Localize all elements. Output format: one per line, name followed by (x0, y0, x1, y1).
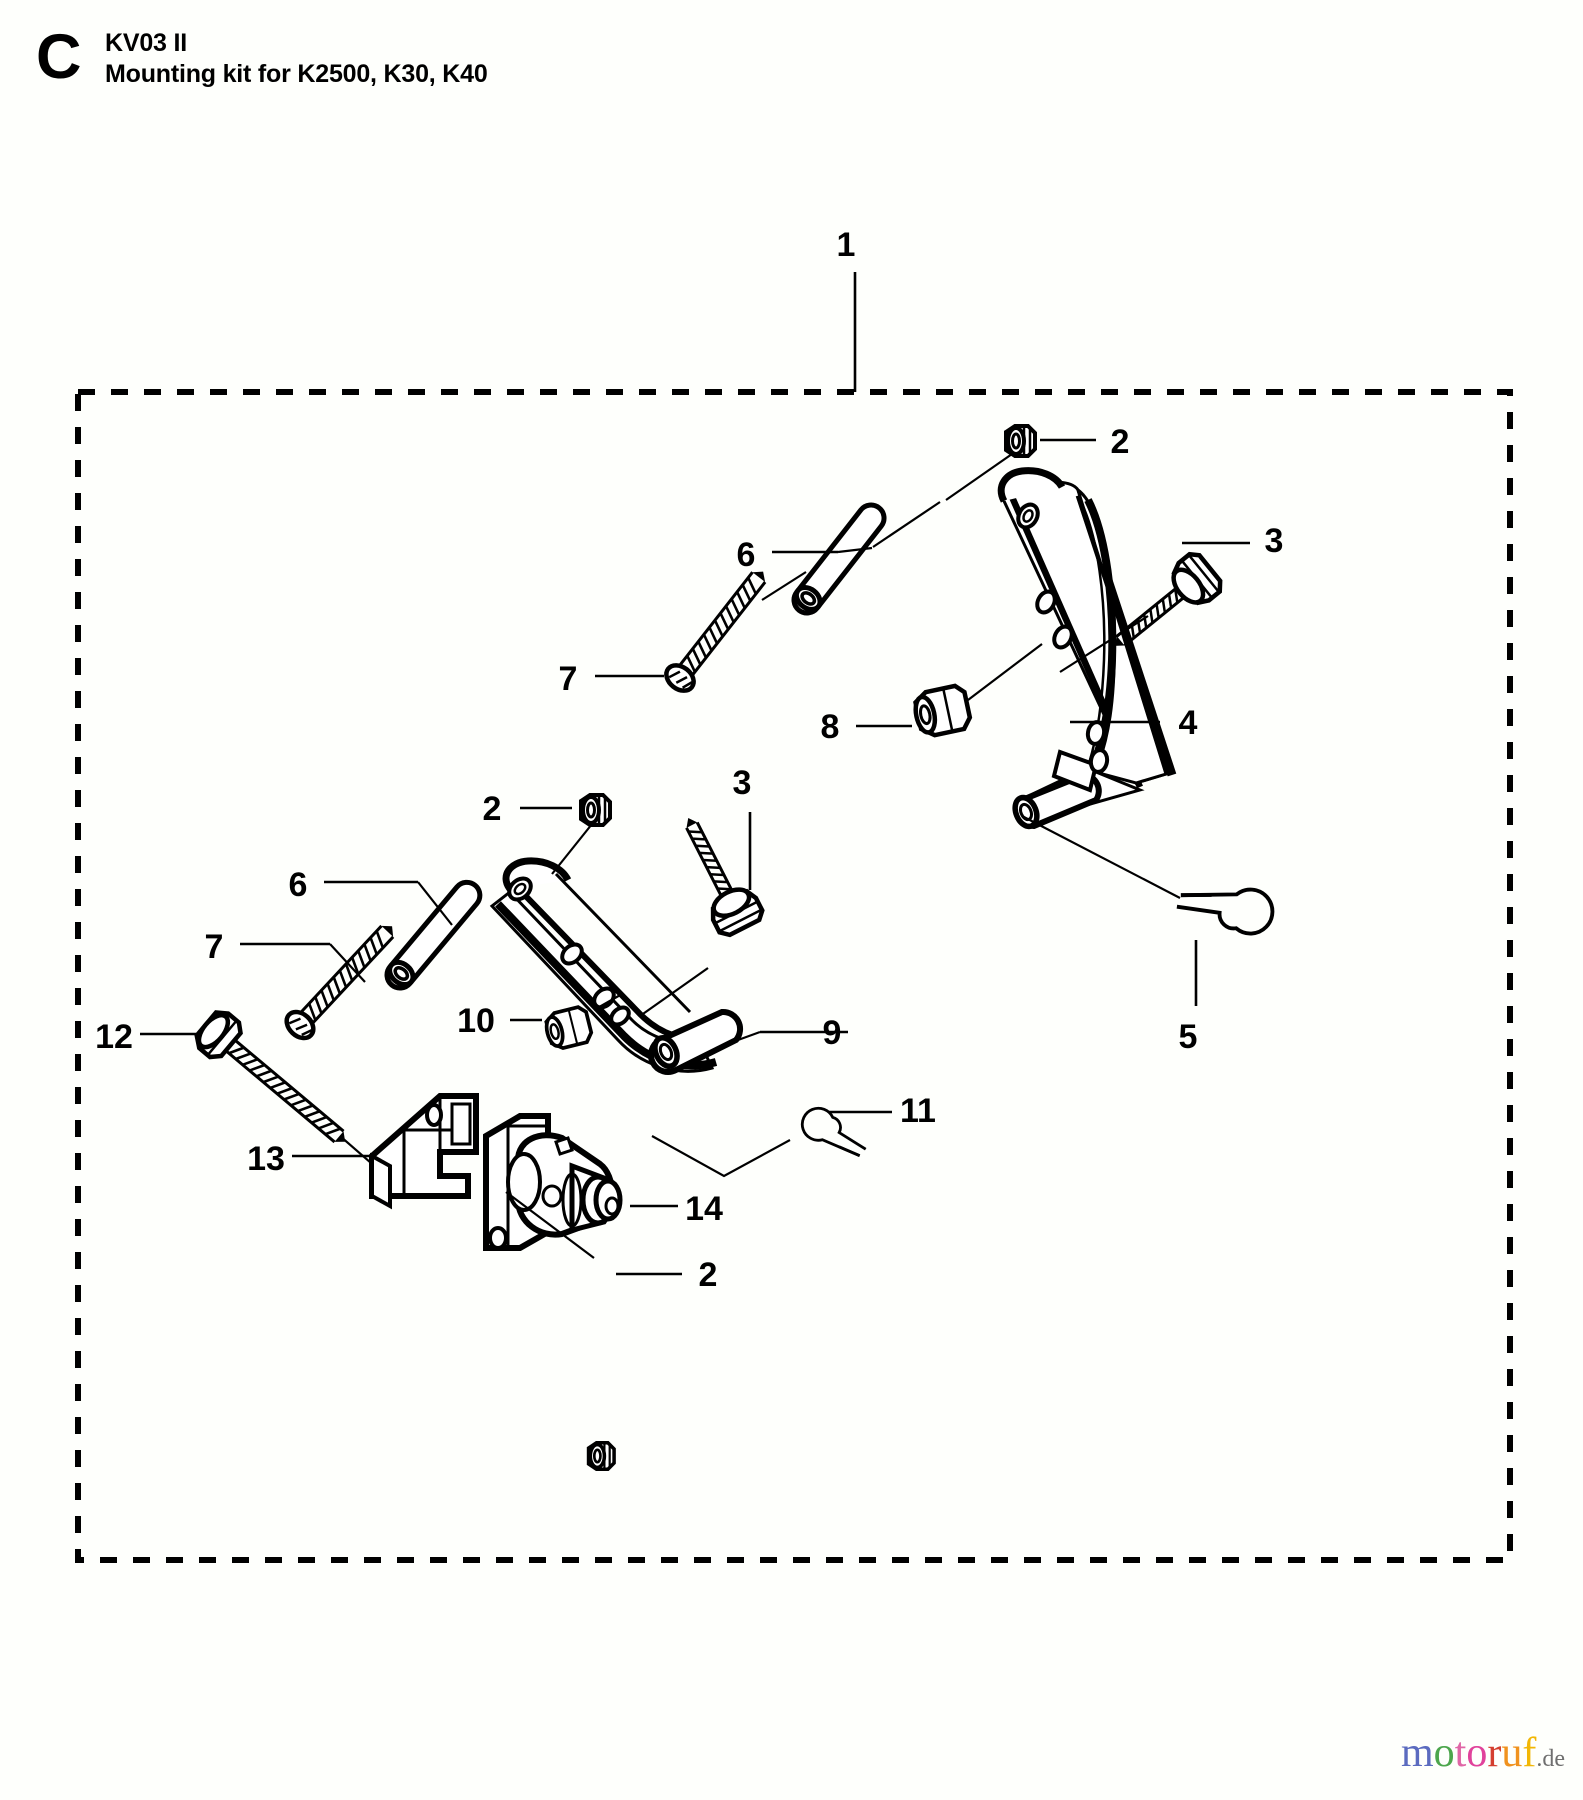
callout-10: 10 (457, 1002, 495, 1040)
callout-6a: 6 (737, 536, 756, 574)
pointer-2-upper (945, 453, 1013, 501)
callout-11: 11 (900, 1092, 936, 1130)
pointer-6-upper-tail (837, 546, 873, 554)
r-clip-large (1172, 870, 1280, 941)
watermark-letter-o2: o (1466, 1730, 1488, 1776)
callout-14: 14 (685, 1190, 723, 1228)
lock-nut-bottom (586, 1441, 616, 1471)
hex-spacer-small (541, 1003, 596, 1053)
watermark-letter-r: r (1487, 1730, 1502, 1776)
callout-2b: 2 (483, 790, 502, 828)
hex-bolt (192, 1007, 360, 1158)
watermark-motoruf: motoruf.de (1401, 1732, 1565, 1780)
pointer-7-upper (761, 571, 807, 601)
pointer-6-lower (417, 881, 453, 926)
lock-nut-lower (579, 793, 612, 827)
long-screw-lower (282, 916, 404, 1043)
callout-2c: 2 (699, 1256, 718, 1294)
long-screw-upper (661, 562, 775, 696)
spacer-sleeve-lower (382, 877, 485, 993)
watermark-letter-u: u (1501, 1730, 1523, 1776)
pointer-9 (715, 1030, 761, 1050)
watermark-letter-f: f (1522, 1730, 1537, 1776)
pointer-11 (651, 1135, 791, 1178)
callout-6b: 6 (289, 866, 308, 904)
pointer-3-upper (1059, 615, 1149, 673)
callout-13: 13 (247, 1140, 285, 1178)
kit-boundary-dashed-box (75, 389, 1513, 1563)
callout-7a: 7 (559, 660, 578, 698)
lower-bracket-arm (489, 857, 744, 1075)
callout-3a: 3 (1265, 522, 1284, 560)
callout-1: 1 (837, 226, 856, 264)
lock-nut-upper (1004, 424, 1037, 458)
title-block: KV03 II Mounting kit for K2500, K30, K40 (105, 28, 488, 90)
callout-5: 5 (1179, 1018, 1198, 1056)
page-subtitle: Mounting kit for K2500, K30, K40 (105, 60, 488, 88)
pointer-2-lower (551, 823, 593, 875)
page-title: KV03 II (105, 29, 187, 57)
pointer-3-lower (639, 967, 709, 1017)
u-clip-bracket (369, 1093, 479, 1210)
upper-bracket-arm (997, 467, 1177, 830)
spacer-sleeve-upper (789, 500, 890, 618)
pointer-10 (593, 993, 623, 1011)
callout-4: 4 (1179, 704, 1198, 742)
pointer-7-lower (329, 943, 366, 983)
callout-12: 12 (95, 1018, 133, 1056)
watermark-letter-t: t (1454, 1730, 1467, 1776)
callout-7b: 7 (205, 928, 224, 966)
pointer-2-bottom (505, 1191, 595, 1259)
callout-3b: 3 (733, 764, 752, 802)
pointer-6-upper (872, 501, 941, 548)
watermark-letter-o1: o (1433, 1730, 1455, 1776)
hex-spacer-upper (912, 684, 972, 738)
page-header: C KV03 II Mounting kit for K2500, K30, K… (0, 0, 1583, 130)
callout-2a: 2 (1111, 423, 1130, 461)
section-letter: C (36, 22, 81, 92)
latch-plate-assembly (483, 1113, 623, 1251)
pointer-5 (1021, 815, 1181, 899)
watermark-letter-m: m (1401, 1730, 1434, 1776)
callout-numbers: 1 2 3 6 7 8 4 2 3 6 7 5 10 9 12 11 13 14… (95, 226, 1283, 1294)
pointer-8 (967, 643, 1043, 701)
watermark-suffix: .de (1536, 1746, 1565, 1772)
callout-8: 8 (821, 708, 840, 746)
callout-9: 9 (823, 1014, 842, 1052)
